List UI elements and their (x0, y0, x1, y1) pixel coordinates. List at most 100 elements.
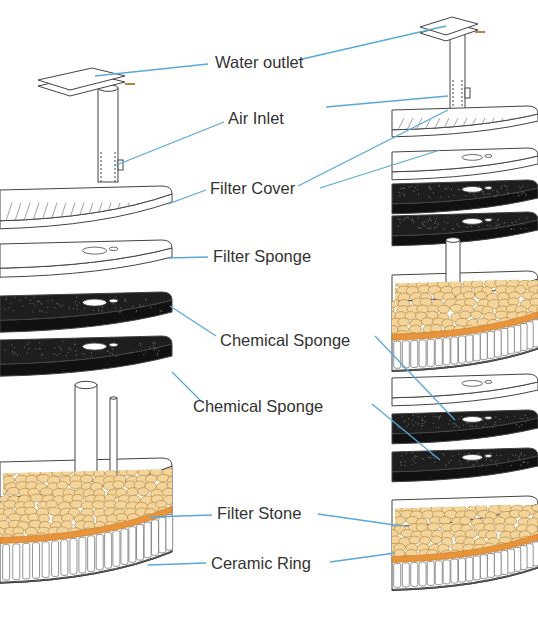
cover-grille (150, 203, 156, 221)
sponge-texture (76, 354, 78, 356)
air-hole (109, 247, 118, 251)
sponge-texture (508, 459, 510, 461)
sponge-texture (517, 193, 519, 195)
sponge-texture (23, 346, 25, 348)
sponge-texture (39, 342, 41, 344)
box-bottom (392, 567, 538, 590)
sponge-texture (107, 351, 109, 353)
sponge-texture (139, 343, 141, 345)
sponge-texture (115, 307, 117, 309)
ceramic-ring (507, 549, 514, 573)
sponge-texture (403, 195, 405, 197)
ceramic-ring (473, 334, 480, 361)
cover-grille (515, 118, 521, 130)
filter-cover (0, 186, 172, 229)
cover-grille (479, 118, 485, 130)
sponge-texture (521, 193, 523, 195)
sponge-texture (422, 425, 424, 427)
sponge-texture (487, 224, 489, 226)
sponge-texture (414, 457, 416, 459)
sponge-texture (522, 418, 524, 420)
sponge-texture (526, 217, 528, 219)
inner-tube-end (75, 381, 97, 388)
sponge-texture (458, 454, 460, 456)
sponge-texture (415, 187, 417, 189)
sponge-texture (449, 420, 451, 422)
sponge-texture (497, 192, 499, 194)
ceramic-ring (514, 325, 521, 352)
air-hole (485, 155, 492, 158)
sponge-texture (75, 301, 77, 303)
sponge-texture (504, 222, 506, 224)
filter-stone (48, 507, 61, 515)
filter-stone (57, 481, 68, 489)
sponge-texture (130, 352, 132, 354)
filter-stone (398, 318, 409, 326)
sponge-texture (507, 192, 509, 194)
ceramic-ring (435, 561, 442, 585)
ceramic-ring (96, 534, 103, 570)
sponge-texture (515, 221, 517, 223)
sponge-texture (428, 185, 430, 187)
sponge-texture (13, 351, 15, 353)
leader-line (298, 26, 446, 60)
sponge-texture (13, 347, 15, 349)
leader-line (320, 150, 440, 188)
tube-hole (462, 455, 482, 461)
sponge-texture (496, 464, 498, 466)
filter-stone (69, 481, 82, 489)
sponge-texture (399, 188, 401, 190)
cover-grille (33, 203, 39, 221)
sponge-texture (45, 311, 47, 313)
sponge-texture (40, 302, 42, 304)
cover-grille (141, 203, 147, 221)
filter-stone (173, 494, 186, 502)
sponge-texture (489, 225, 491, 227)
part-label: Water outlet (215, 52, 303, 72)
sponge-texture (401, 193, 403, 195)
dotted-pipe (453, 80, 454, 110)
sponge-texture (65, 355, 67, 357)
sponge-texture (112, 303, 114, 305)
sponge-texture (60, 349, 62, 351)
sponge-texture (39, 310, 41, 312)
ceramic-ring (105, 533, 112, 569)
ceramic-ring (480, 555, 487, 579)
sponge-texture (430, 227, 432, 229)
sponge-texture (418, 193, 420, 195)
chemical-sponge (392, 448, 538, 482)
filter-stone (112, 481, 124, 489)
sponge-texture (75, 350, 77, 352)
part-label: Filter Cover (210, 178, 295, 198)
ceramic-ring (487, 553, 494, 577)
cover-grille (132, 203, 138, 221)
chemical-sponge-top (392, 180, 538, 204)
ceramic-ring (419, 340, 426, 367)
sponge-texture (74, 344, 76, 346)
sponge-texture (98, 308, 100, 310)
sponge-texture (6, 297, 8, 299)
sponge-texture (494, 195, 496, 197)
sponge-texture (410, 219, 412, 221)
ceramic-ring (121, 529, 128, 565)
ceramic-ring (443, 338, 450, 365)
filter-stone (464, 291, 475, 299)
sponge-texture (459, 427, 461, 429)
chemical-sponge-top (0, 292, 172, 320)
sponge-texture (448, 462, 450, 464)
sponge-texture (58, 303, 60, 305)
tube (98, 88, 118, 182)
sponge-texture (25, 297, 27, 299)
cover-grille (524, 118, 530, 130)
sponge-texture (433, 416, 435, 418)
leader-line (95, 64, 208, 76)
sponge-texture (414, 455, 416, 457)
sponge-texture (51, 299, 53, 301)
sponge-texture (495, 421, 497, 423)
cover-grille (87, 203, 93, 221)
sponge-texture (426, 222, 428, 224)
filter-stone (6, 468, 17, 476)
sponge-texture (4, 349, 6, 351)
filter-stone (394, 517, 405, 525)
